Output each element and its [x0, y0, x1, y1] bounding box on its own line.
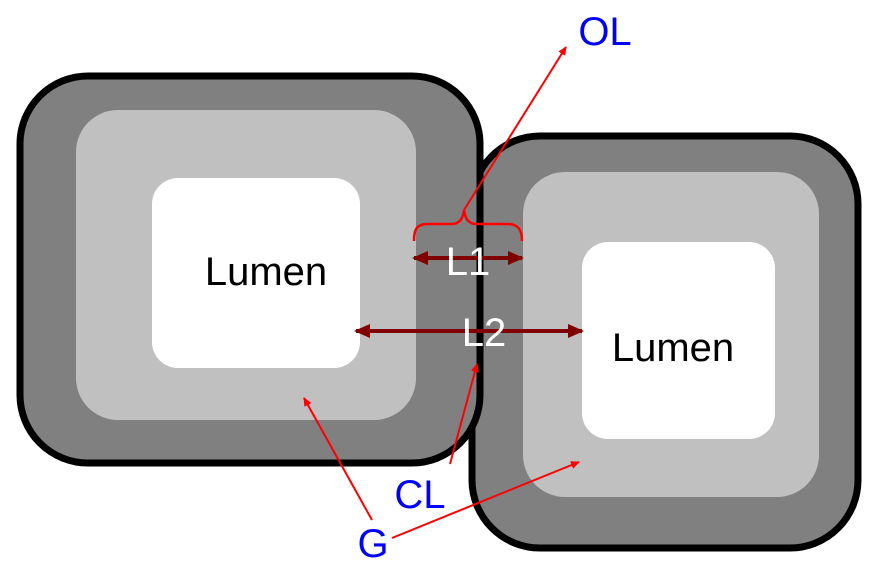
g-pointer-line-left [303, 397, 373, 521]
left-cell-lumen [152, 178, 360, 368]
lumen-left-label: Lumen [205, 250, 327, 294]
ol-pointer-line [463, 46, 567, 211]
left-cell [16, 72, 484, 467]
l1-label: L1 [446, 240, 491, 284]
cl-label: CL [394, 473, 445, 517]
cl-pointer-line [449, 363, 479, 465]
g-label: G [357, 522, 388, 564]
ol-label: OL [578, 10, 631, 54]
right-cell [468, 132, 862, 552]
lumen-right-label: Lumen [612, 326, 734, 370]
g-pointer-line-right [391, 461, 580, 539]
l2-label: L2 [462, 311, 507, 355]
right-cell-lumen [582, 242, 775, 439]
